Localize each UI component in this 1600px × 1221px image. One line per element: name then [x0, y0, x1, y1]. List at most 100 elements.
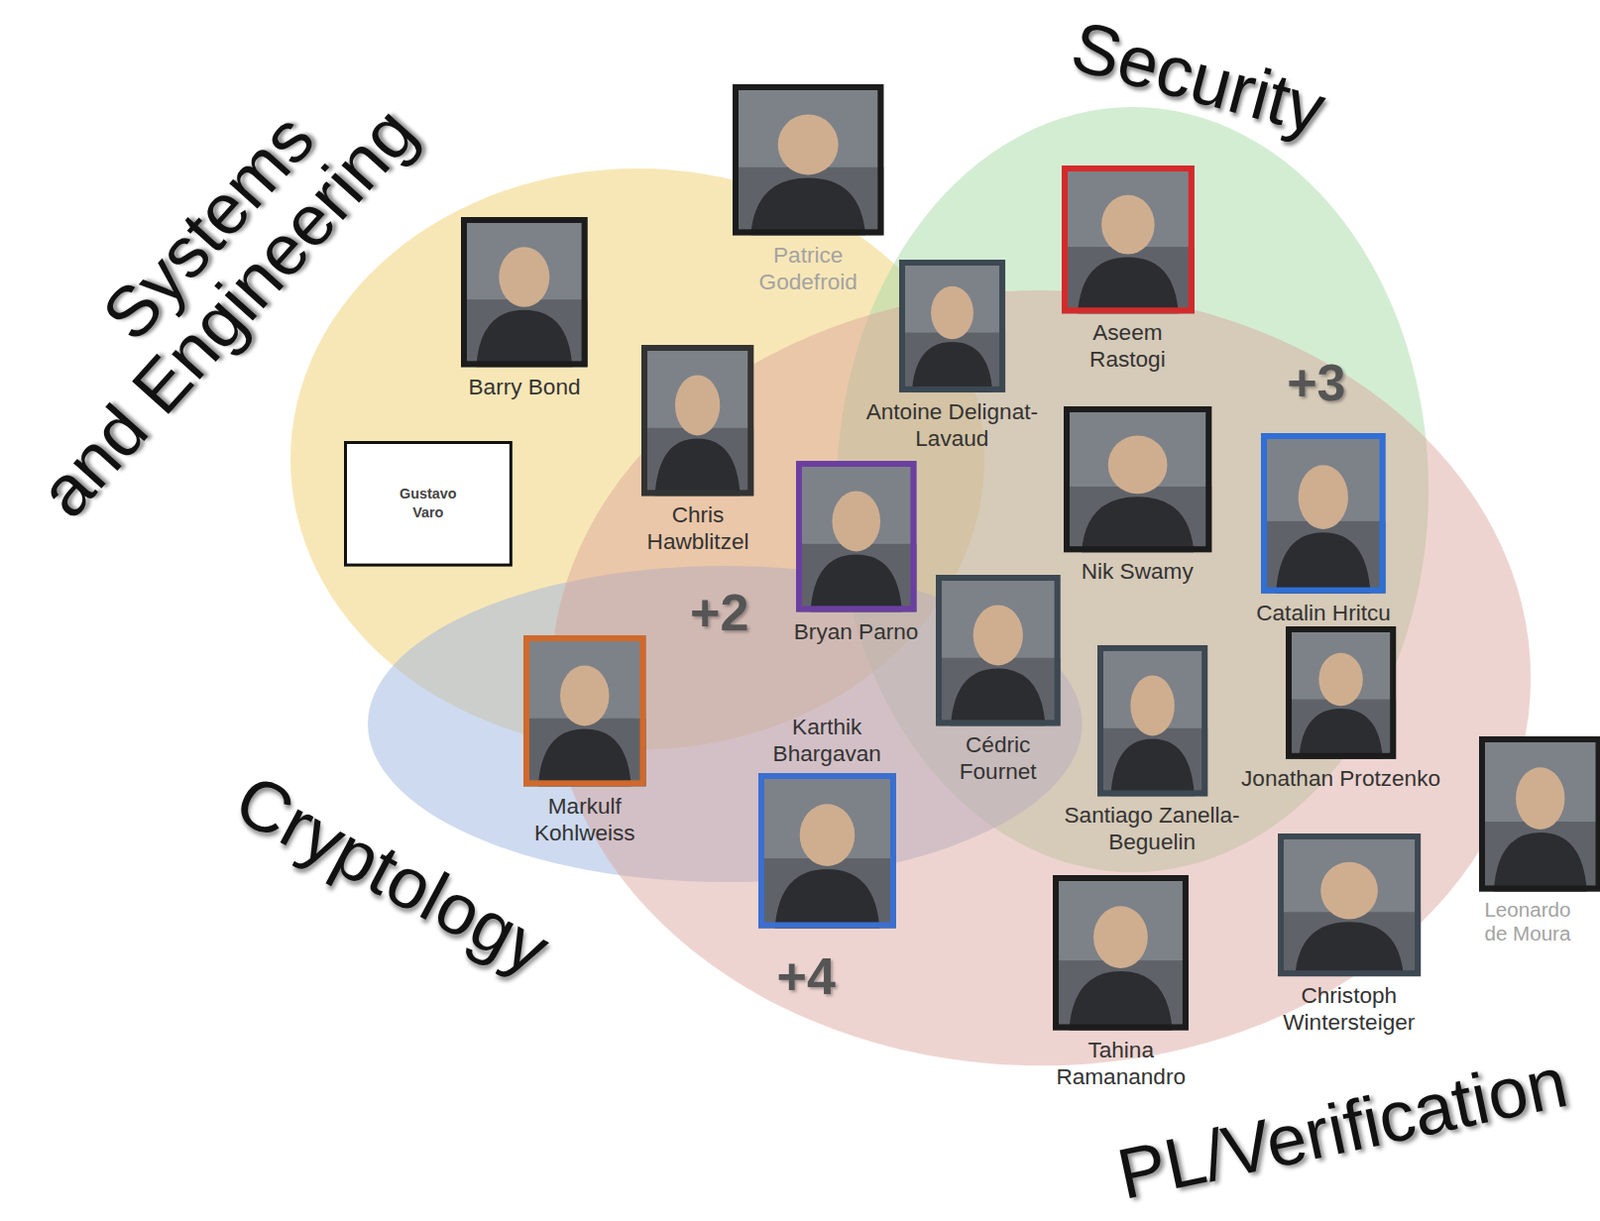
- photo-background: [758, 858, 897, 928]
- photo-border: [644, 347, 751, 493]
- person-head: [675, 374, 720, 436]
- photo-background: [732, 167, 884, 236]
- photo-frame: Barry Bond: [460, 217, 588, 367]
- person-silhouette: [1492, 832, 1587, 892]
- photo-background: [1061, 246, 1195, 314]
- photo-background: [1260, 433, 1386, 594]
- photo-placeholder: [758, 773, 897, 928]
- person-head: [799, 804, 855, 868]
- person-silhouette: [1110, 738, 1194, 797]
- person-head: [1298, 465, 1349, 531]
- photo-border: [1055, 878, 1186, 1028]
- person-silhouette: [1080, 496, 1193, 553]
- person-silhouette: [476, 310, 573, 367]
- person-name: Leonardo de Moura: [1475, 898, 1580, 947]
- photo-frame: Chris Hawblitzel: [641, 344, 754, 496]
- person-head: [831, 491, 881, 553]
- person-name: Tahina Ramanandro: [1046, 1036, 1196, 1091]
- photo-border: [902, 262, 1003, 390]
- photo-placeholder: [1479, 736, 1600, 892]
- person-name: Patrice Godefroid: [738, 241, 878, 296]
- photo-background: [796, 460, 916, 612]
- person-silhouette: [538, 729, 632, 788]
- person-silhouette: [655, 438, 741, 496]
- person-name: Aseem Rastogi: [1072, 319, 1182, 373]
- photo-background: [732, 84, 884, 235]
- person-head: [1101, 195, 1155, 255]
- person-name: Antoine Delignat-Lavaud: [852, 398, 1051, 453]
- photo-background: [1063, 486, 1212, 553]
- person-head: [1107, 435, 1167, 494]
- photo-frame: Patrice Godefroid: [732, 84, 884, 235]
- person-name: Nik Swamy: [1081, 558, 1194, 585]
- photo-background: [1097, 645, 1208, 797]
- box-outline: [343, 441, 513, 568]
- person-head: [560, 666, 609, 727]
- photo-placeholder: [460, 217, 588, 367]
- photo-frame: Christoph Wintersteiger: [1277, 833, 1421, 977]
- photo-frame: Bryan Parno: [796, 460, 916, 612]
- photo-frame: Antoine Delignat-Lavaud: [899, 259, 1006, 393]
- callout-number: +4: [777, 950, 836, 1003]
- photo-background: [899, 259, 1006, 393]
- person-silhouette: [912, 342, 993, 393]
- person-silhouette: [1069, 971, 1173, 1030]
- photo-background: [1285, 626, 1396, 760]
- photo-border: [938, 577, 1058, 723]
- photo-frame: Tahina Ramanandro: [1052, 875, 1189, 1030]
- photo-background: [1479, 821, 1600, 892]
- photo-placeholder: [796, 460, 916, 612]
- photo-background: [935, 657, 1061, 726]
- photo-placeholder: [641, 344, 754, 496]
- photo-background: [1052, 875, 1189, 1030]
- photo-background: [1277, 912, 1421, 977]
- photo-background: [1097, 727, 1208, 797]
- person-silhouette: [809, 555, 902, 613]
- person-name: Bryan Parno: [794, 618, 919, 646]
- photo-background: [1285, 699, 1396, 760]
- person-name: Catalin Hritcu: [1256, 599, 1391, 627]
- box-border: [344, 442, 511, 566]
- person-head: [930, 286, 974, 341]
- photo-frame: Nik Swamy: [1063, 406, 1212, 553]
- person-silhouette: [950, 668, 1045, 726]
- photo-placeholder: [1097, 645, 1208, 797]
- person-head: [1318, 653, 1363, 707]
- person-head: [1093, 906, 1148, 969]
- person-name: Christoph Wintersteiger: [1264, 982, 1434, 1036]
- photo-frame: Karthik Bhargavan: [758, 773, 897, 928]
- person-head: [499, 246, 551, 308]
- photo-border: [1263, 436, 1383, 591]
- person-name: Markulf Kohlweiss: [520, 793, 650, 847]
- photo-frame: Jonathan Protzenko: [1285, 626, 1396, 760]
- photo-placeholder: [523, 635, 647, 787]
- name-box: Gustavo Varo: [343, 441, 513, 568]
- photo-background: [758, 773, 897, 928]
- photo-placeholder: [1063, 406, 1212, 553]
- ellipse-fill: [551, 290, 1531, 1066]
- photo-background: [523, 635, 647, 787]
- photo-border: [1064, 168, 1192, 311]
- photo-border: [463, 220, 585, 364]
- person-name: Barry Bond: [468, 373, 581, 401]
- photo-background: [899, 333, 1006, 393]
- photo-background: [1061, 165, 1195, 314]
- photo-placeholder: [935, 574, 1061, 726]
- person-name: Cédric Fournet: [943, 731, 1053, 786]
- photo-background: [1052, 960, 1189, 1030]
- person-name: Jonathan Protzenko: [1241, 765, 1441, 793]
- person-name: Karthik Bhargavan: [760, 713, 895, 768]
- photo-border: [526, 638, 644, 784]
- person-head: [1320, 862, 1378, 920]
- photo-border: [799, 463, 914, 609]
- photo-border: [1482, 739, 1600, 889]
- person-head: [1130, 675, 1174, 736]
- photo-placeholder: [1052, 875, 1189, 1030]
- person-name: Santiago Zanella-Beguelin: [1052, 801, 1252, 856]
- photo-frame: Leonardo de Moura: [1479, 736, 1600, 892]
- photo-frame: Catalin Hritcu: [1260, 433, 1386, 594]
- callout-number: +3: [1286, 356, 1346, 409]
- photo-placeholder: [1277, 833, 1421, 977]
- photo-frame: Cédric Fournet: [935, 574, 1061, 726]
- photo-border: [735, 87, 881, 232]
